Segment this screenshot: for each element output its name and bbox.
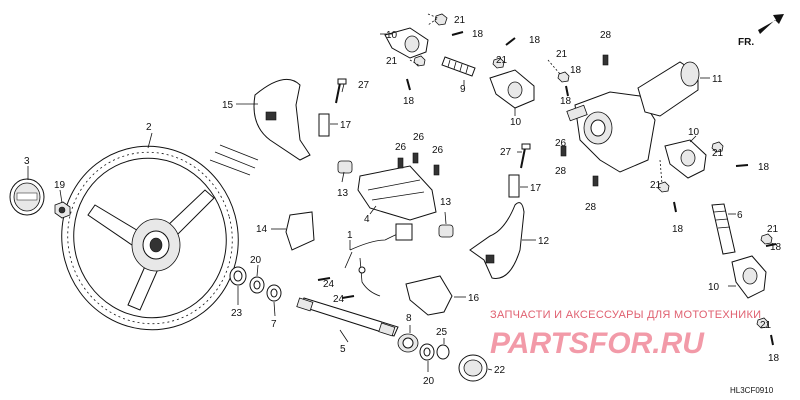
universal-joint-right [664, 139, 707, 179]
label-25: 25 [436, 327, 448, 338]
nut-part [54, 201, 71, 219]
label-12: 12 [538, 236, 550, 247]
label-8: 8 [406, 313, 412, 324]
label-18: 18 [472, 29, 484, 40]
universal-joint-upper [384, 27, 429, 59]
diagram-code: HL3CF0910 [730, 386, 774, 395]
label-21: 21 [556, 49, 568, 60]
power-steering-unit-part [566, 61, 700, 173]
bolt-parts-24 [317, 277, 355, 299]
label-26: 26 [395, 142, 407, 153]
label-21: 21 [454, 15, 466, 26]
fastener-parts [406, 13, 777, 346]
leader-lines [27, 13, 736, 372]
label-28: 28 [600, 30, 612, 41]
label-21: 21 [650, 180, 662, 191]
lower-cover-part [405, 275, 453, 316]
universal-joint-mid [489, 69, 535, 109]
switch-housing-part [357, 165, 437, 221]
label-6: 6 [737, 210, 743, 221]
direction-arrow-icon [758, 14, 784, 34]
label-3: 3 [24, 156, 30, 167]
watermark: ЗАПЧАСТИ И АКСЕССУАРЫ ДЛЯ МОТОТЕХНИКИ PA… [490, 309, 761, 360]
label-14: 14 [256, 224, 268, 235]
direction-label: FR. [738, 37, 754, 48]
label-21: 21 [496, 55, 508, 66]
intermediate-shaft-part [441, 56, 476, 77]
mounting-bolts-28 [560, 54, 609, 187]
pin-part-2 [520, 143, 531, 169]
label-10: 10 [386, 30, 398, 41]
label-18: 18 [672, 224, 684, 235]
label-21: 21 [767, 224, 779, 235]
label-26: 26 [432, 145, 444, 156]
bearing-parts-bottom [397, 333, 488, 382]
paddle-left-part [253, 78, 311, 161]
spring-part [318, 113, 330, 137]
label-18: 18 [529, 35, 541, 46]
label-17: 17 [530, 183, 542, 194]
label-21: 21 [760, 320, 772, 331]
label-10: 10 [708, 282, 720, 293]
label-2: 2 [146, 122, 152, 133]
label-1: 1 [347, 230, 353, 241]
label-18: 18 [770, 242, 782, 253]
label-17: 17 [340, 120, 352, 131]
label-7: 7 [271, 319, 277, 330]
label-22: 22 [494, 365, 506, 376]
label-26: 26 [555, 138, 567, 149]
label-18: 18 [570, 65, 582, 76]
label-20: 20 [423, 376, 435, 387]
label-9: 9 [460, 84, 466, 95]
lower-shaft-part [711, 203, 736, 255]
label-21: 21 [712, 148, 724, 159]
label-27: 27 [358, 80, 370, 91]
bushing-parts [337, 160, 454, 238]
label-24: 24 [323, 279, 335, 290]
label-18: 18 [758, 162, 770, 173]
pin-part [335, 78, 347, 104]
label-13: 13 [337, 188, 349, 199]
label-23: 23 [231, 308, 243, 319]
label-28: 28 [585, 202, 597, 213]
steering-wheel-part [61, 144, 259, 331]
label-11: 11 [712, 74, 723, 85]
label-16: 16 [468, 293, 480, 304]
label-18: 18 [403, 96, 415, 107]
front-direction-indicator: FR. [738, 14, 784, 48]
label-10: 10 [510, 117, 522, 128]
screw-parts [397, 152, 440, 176]
label-27: 27 [500, 147, 512, 158]
ring-parts [229, 266, 282, 302]
emblem-part [9, 178, 45, 216]
column-shaft-part [296, 297, 399, 337]
part-number-labels: 2 3 19 15 27 17 14 1 4 13 26 26 26 13 24… [24, 15, 782, 387]
label-5: 5 [340, 344, 346, 355]
label-21: 21 [386, 56, 398, 67]
label-19: 19 [54, 180, 66, 191]
universal-joint-lower [731, 255, 767, 299]
label-28: 28 [555, 166, 567, 177]
spring-part-2 [508, 174, 520, 198]
label-24: 24 [333, 294, 345, 305]
label-13: 13 [440, 197, 452, 208]
paddle-right-part [469, 202, 525, 279]
watermark-text: ЗАПЧАСТИ И АКСЕССУАРЫ ДЛЯ МОТОТЕХНИКИ [490, 309, 761, 321]
cover-part [285, 211, 315, 251]
label-18: 18 [768, 353, 780, 364]
label-4: 4 [364, 214, 370, 225]
label-10: 10 [688, 127, 700, 138]
wire-harness-part [344, 223, 413, 297]
label-26: 26 [413, 132, 425, 143]
label-15: 15 [222, 100, 234, 111]
label-20: 20 [250, 255, 262, 266]
label-18: 18 [560, 96, 572, 107]
watermark-logo: PARTSFOR.RU [490, 327, 705, 360]
